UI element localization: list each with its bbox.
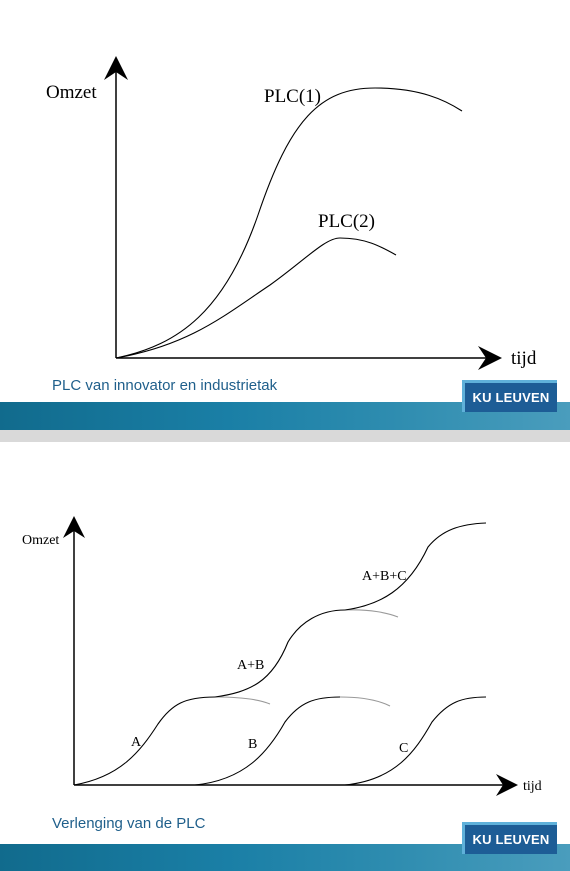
x-axis-arrow (496, 774, 518, 796)
curve-b (194, 696, 341, 786)
curve-label-a-plus-b-plus-c: A+B+C (362, 569, 407, 584)
curve-c (344, 696, 487, 786)
slide-separator (0, 430, 570, 442)
curve-a-decline (214, 696, 271, 705)
y-axis-arrow (104, 56, 128, 80)
x-axis-label: tijd (523, 779, 542, 794)
slide-caption: Verlenging van de PLC (52, 815, 206, 832)
curve-a-plus-b-plus-c (344, 522, 487, 611)
curve-label-b: B (248, 737, 257, 752)
ku-leuven-logo: KU LEUVEN (462, 380, 557, 412)
slide-2: Omzet tijd A B C A+B A+B+C Verlenging va… (0, 442, 570, 871)
y-axis-arrow (63, 516, 85, 538)
curve-a-plus-b (214, 609, 346, 698)
y-axis-label: Omzet (46, 82, 97, 103)
y-axis-label: Omzet (22, 533, 59, 548)
curve-b-decline (339, 696, 391, 707)
curve-a (73, 696, 216, 786)
plc-diagram-2: Omzet tijd A B C A+B A+B+C (22, 516, 542, 796)
curve-label-plc1: PLC(1) (264, 86, 321, 107)
x-axis-arrow (478, 346, 502, 370)
x-axis-label: tijd (511, 348, 537, 369)
slide-caption: PLC van innovator en industrietak (52, 377, 278, 394)
curve-label-c: C (399, 741, 408, 756)
plc-diagram-1: Omzet tijd PLC(1) PLC(2) (46, 56, 537, 370)
curve-a-plus-b-decline (344, 609, 399, 618)
curve-label-plc2: PLC(2) (318, 211, 375, 232)
curve-label-a: A (131, 735, 142, 750)
ku-leuven-logo: KU LEUVEN (462, 822, 557, 854)
curve-label-a-plus-b: A+B (237, 658, 264, 673)
plc1-curve (115, 87, 463, 359)
plc2-curve (115, 237, 397, 359)
slide-1: Omzet tijd PLC(1) PLC(2) PLC van innovat… (0, 0, 570, 430)
